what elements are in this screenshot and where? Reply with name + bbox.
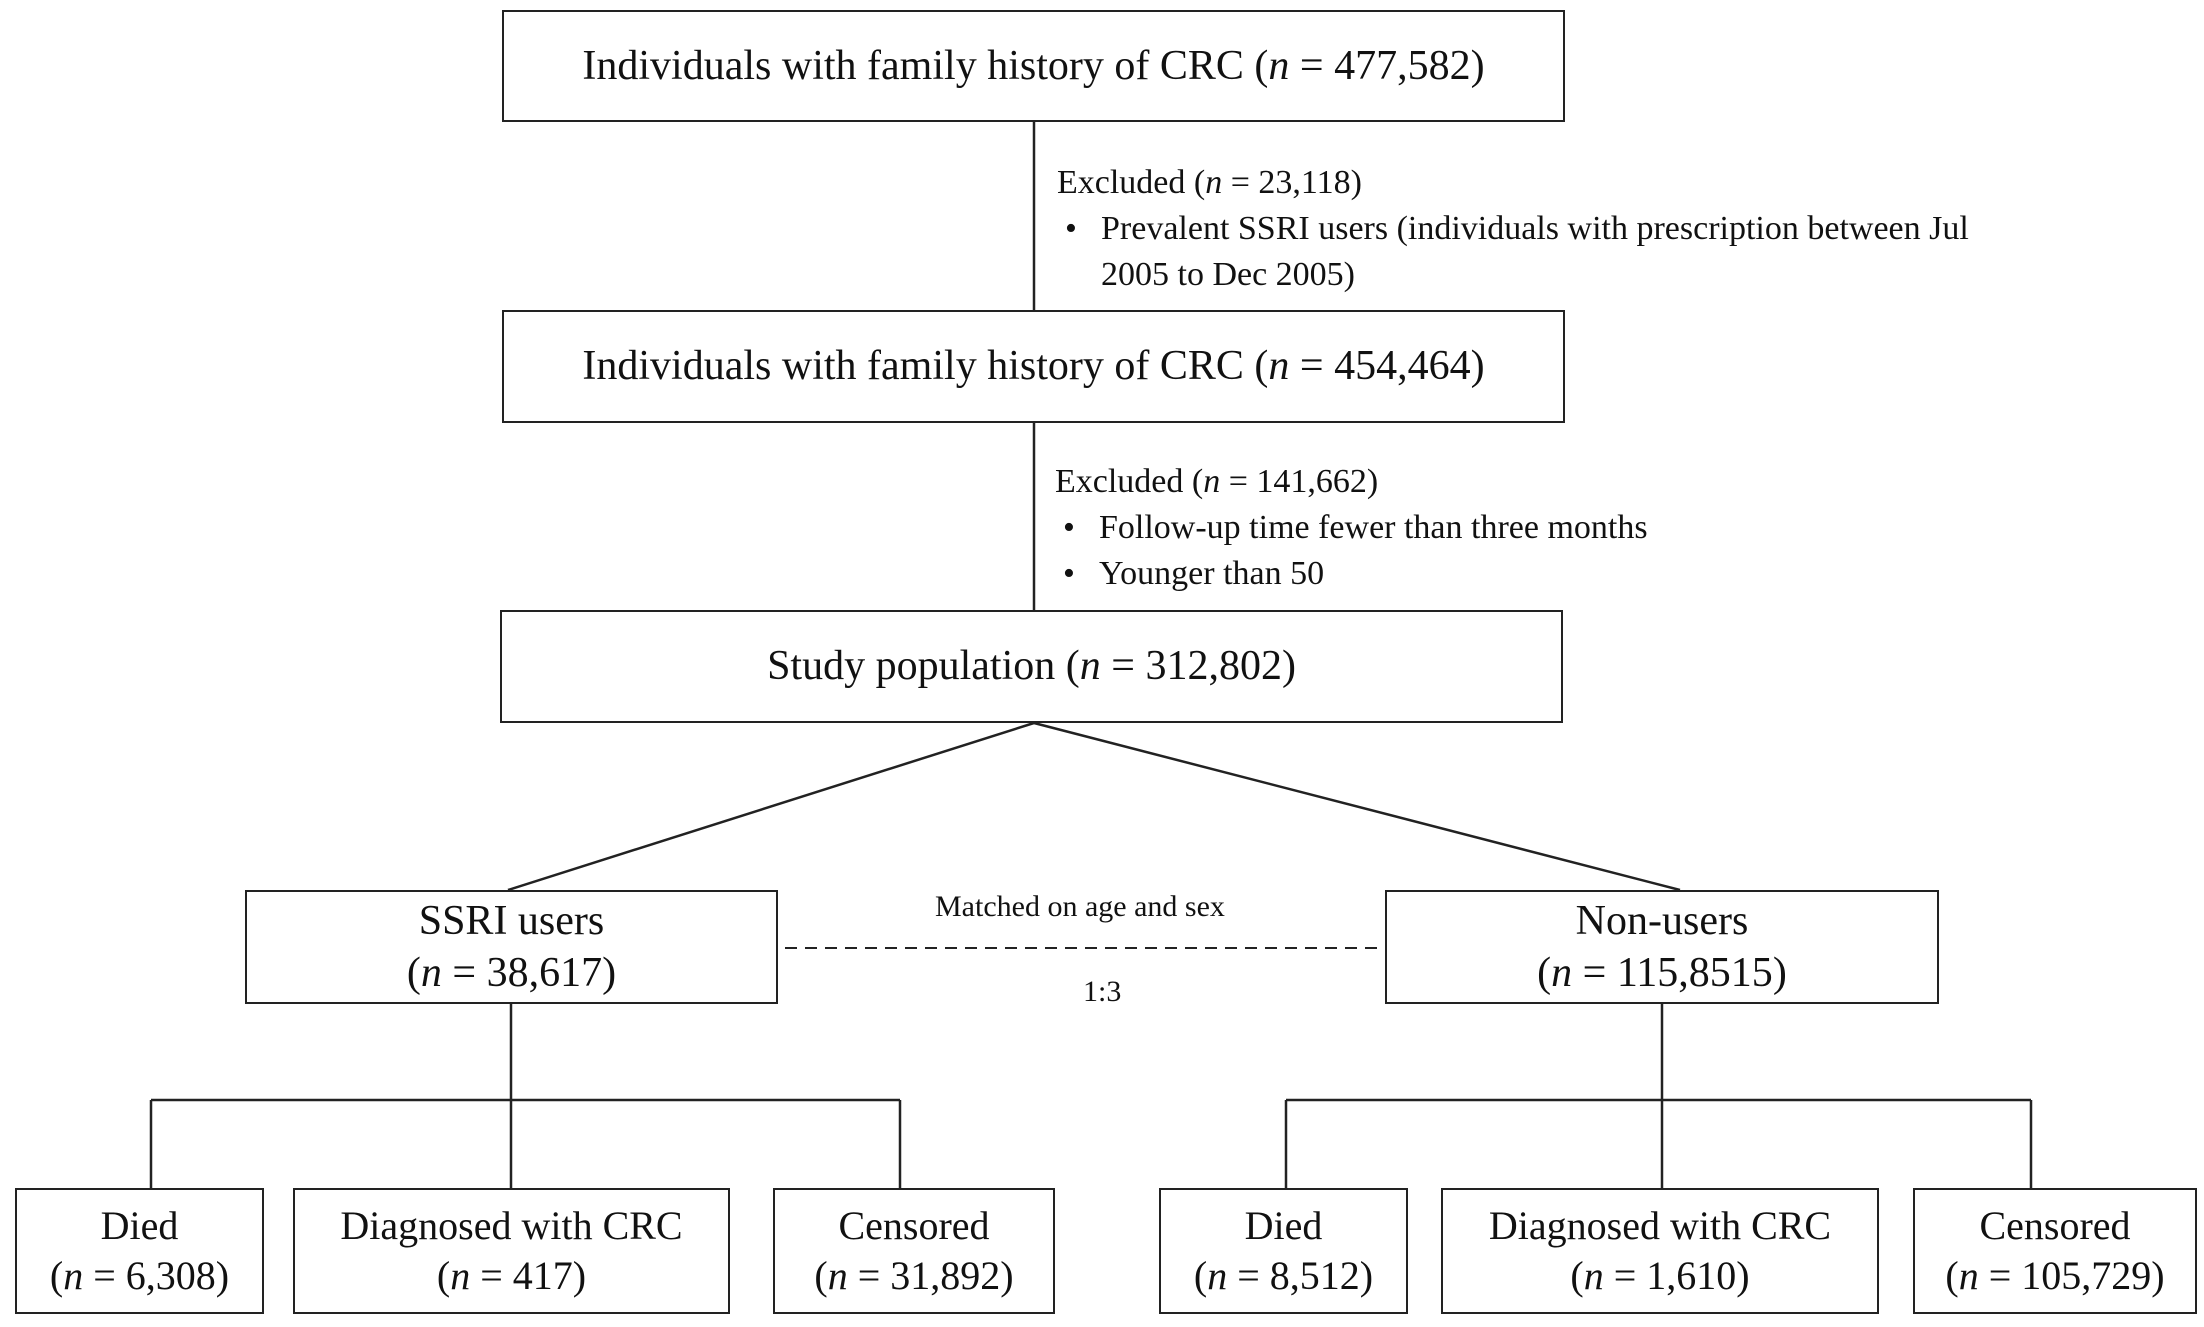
- exclusion-note-2: Excluded (n = 141,662) •Follow-up time f…: [1055, 459, 1648, 597]
- node-ssri-censored-count: (n = 31,892): [814, 1253, 1014, 1298]
- exclusion-note-1: Excluded (n = 23,118) •Prevalent SSRI us…: [1057, 160, 1969, 298]
- node-nonusers-diagnosed-label: Diagnosed with CRC: [1488, 1203, 1832, 1248]
- exclusion-2-bullet-1: •Follow-up time fewer than three months: [1063, 509, 1648, 546]
- connector-study-to-nonusers: [1033, 721, 1681, 892]
- node-nonusers-died-count: (n = 8,512): [1193, 1253, 1374, 1298]
- exclusion-1-heading: Excluded (n = 23,118): [1057, 164, 1362, 201]
- node-nonusers-censored-count: (n = 105,729): [1945, 1253, 2165, 1298]
- node-ssri-died-label: Died: [100, 1203, 179, 1248]
- node-ssri-users-count: (n = 38,617): [406, 950, 617, 996]
- node-non-users: Non-users (n = 115,8515): [1385, 890, 1939, 1004]
- node-ssri-diagnosed-count: (n = 417): [436, 1253, 587, 1298]
- node-study-population: Study population (n = 312,802): [500, 610, 1563, 723]
- node-nonusers-censored: Censored (n = 105,729): [1913, 1188, 2197, 1314]
- exclusion-2-heading: Excluded (n = 141,662): [1055, 463, 1379, 500]
- node-non-users-label: Non-users: [1575, 897, 1749, 944]
- node-ssri-diagnosed: Diagnosed with CRC (n = 417): [293, 1188, 730, 1314]
- node-nonusers-censored-label: Censored: [1979, 1203, 2131, 1248]
- node-ssri-censored-label: Censored: [838, 1203, 990, 1248]
- node-ssri-died: Died (n = 6,308): [15, 1188, 264, 1314]
- connector-study-to-ssri: [507, 721, 1035, 892]
- matching-ratio: 1:3: [1083, 975, 1122, 1008]
- node-ssri-censored: Censored (n = 31,892): [773, 1188, 1055, 1314]
- node-initial-cohort: Individuals with family history of CRC (…: [502, 10, 1565, 122]
- node-ssri-users: SSRI users (n = 38,617): [245, 890, 778, 1004]
- node-after-exclusion-1: Individuals with family history of CRC (…: [502, 310, 1565, 423]
- node-after-exclusion-1-text: Individuals with family history of CRC (…: [582, 343, 1485, 390]
- node-nonusers-died-label: Died: [1244, 1203, 1323, 1248]
- node-study-population-text: Study population (n = 312,802): [767, 643, 1296, 690]
- exclusion-1-bullet-1: •Prevalent SSRI users (individuals with …: [1065, 210, 1969, 247]
- node-ssri-users-label: SSRI users: [418, 897, 605, 944]
- node-non-users-count: (n = 115,8515): [1537, 950, 1787, 996]
- node-initial-cohort-text: Individuals with family history of CRC (…: [582, 42, 1485, 89]
- node-ssri-died-count: (n = 6,308): [49, 1253, 230, 1298]
- node-nonusers-died: Died (n = 8,512): [1159, 1188, 1408, 1314]
- node-ssri-diagnosed-label: Diagnosed with CRC: [340, 1203, 683, 1248]
- node-nonusers-diagnosed-count: (n = 1,610): [1570, 1253, 1750, 1298]
- node-nonusers-diagnosed: Diagnosed with CRC (n = 1,610): [1441, 1188, 1879, 1314]
- exclusion-1-bullet-1-cont: 2005 to Dec 2005): [1101, 256, 1356, 293]
- matching-label: Matched on age and sex: [935, 890, 1225, 923]
- exclusion-2-bullet-2: •Younger than 50: [1063, 555, 1325, 592]
